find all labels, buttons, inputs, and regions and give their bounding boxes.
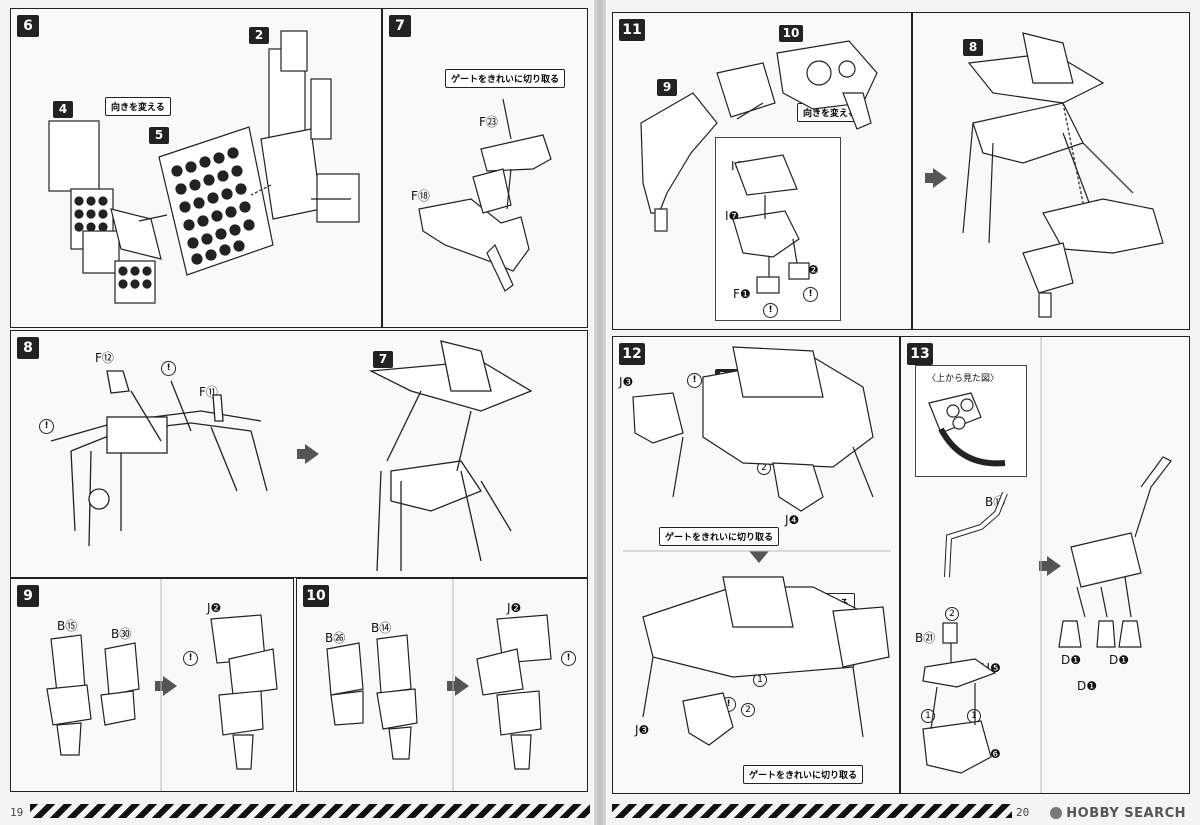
step-9-illustration (46, 579, 278, 791)
step-7-illustration (418, 98, 552, 292)
part-ref-9: 9 (657, 79, 677, 96)
step-8-panel: 8 F⑫ F⑪ 7 ! ! (10, 330, 588, 578)
down-arrow (749, 551, 769, 563)
caution-mark: ! (687, 373, 702, 388)
step-number: 11 (619, 19, 645, 41)
part-ref-8: 8 (963, 39, 983, 56)
arrow-bar (447, 681, 455, 691)
watermark-logo: HOBBY SEARCH (1050, 806, 1186, 821)
step-number: 8 (17, 337, 39, 359)
arrow-bar (155, 681, 163, 691)
step-13-panel: 13 〈上から見た図〉 B⑫ 2 B㉑ H❺ 1 1 H❻ D❶ D❶ D❶ (900, 336, 1190, 794)
label-f18: F⑱ (411, 189, 430, 203)
step-10-illustration (326, 579, 552, 791)
label-b26: B㉖ (325, 631, 346, 645)
step-12-illustration (623, 346, 891, 746)
step-7-panel: 7 ゲートをきれいに切り取る F㉓ F⑱ (382, 8, 588, 328)
step-9-panel: 9 B⑮ B㉚ J❷ ! (10, 578, 294, 792)
step-circle-2: 2 (741, 703, 755, 717)
page-number-left: 19 (10, 806, 24, 819)
label-j3: J❸ (635, 723, 650, 737)
step-number: 12 (619, 343, 645, 365)
caution-mark: ! (161, 361, 176, 376)
arrow-bar (297, 449, 305, 459)
label-b14: B⑭ (371, 621, 392, 635)
part-ref-4: 4 (53, 101, 73, 118)
brand-text: HOBBY SEARCH (1066, 806, 1186, 821)
label-d1: D❶ (1061, 653, 1081, 667)
label-j3: J❸ (619, 375, 634, 389)
step-12-panel: 12 11 J❸ ! 2 1 J❹ ゲートをきれいに切り取る 向きを変える ! … (612, 336, 900, 794)
step-number: 13 (907, 343, 933, 365)
step-10-panel: 10 B㉖ B⑭ J❷ ! (296, 578, 588, 792)
step-11-illustration (640, 40, 878, 294)
footer-stripe (612, 804, 1012, 818)
cut-gate-note-top: ゲートをきれいに切り取る (659, 527, 780, 546)
caution-mark: ! (39, 419, 54, 434)
step-6-panel: 6 4 5 2 向きを変える (10, 8, 382, 328)
page-number-right: 20 (1016, 806, 1030, 819)
cut-gate-note: ゲートをきれいに切り取る (445, 69, 566, 88)
logo-icon (1050, 807, 1063, 819)
arrow-bar (1039, 561, 1047, 571)
step-6-illustration (48, 30, 360, 304)
top-view-note: 〈上から見た図〉 (927, 374, 1000, 384)
step-number: 10 (303, 585, 329, 607)
label-f23: F㉓ (479, 115, 498, 129)
label-b15: B⑮ (57, 619, 78, 633)
label-b21: B㉑ (915, 631, 936, 645)
label-j2: J❷ (207, 601, 222, 615)
step-circle-1: 1 (921, 709, 935, 723)
caution-mark: ! (803, 287, 818, 302)
book-spine (594, 0, 606, 825)
step-number: 9 (17, 585, 39, 607)
caution-mark: ! (183, 651, 198, 666)
part-ref-7: 7 (373, 351, 393, 368)
next-arrow (455, 676, 469, 696)
step-number: 7 (389, 15, 411, 37)
label-f12: F⑫ (95, 351, 114, 365)
next-arrow (1047, 556, 1061, 576)
label-d1: D❶ (1077, 679, 1097, 693)
arrow-bar (925, 173, 933, 183)
caution-mark: ! (763, 303, 778, 318)
part-ref-5: 5 (149, 127, 169, 144)
footer-stripe (30, 804, 590, 818)
label-d1: D❶ (1109, 653, 1129, 667)
next-arrow (305, 444, 319, 464)
cut-gate-note-bottom: ゲートをきれいに切り取る (743, 765, 864, 784)
step-13-illustration (922, 337, 1172, 793)
step-8-right-illustration (962, 32, 1164, 318)
step-number: 6 (17, 15, 39, 37)
part-ref-10: 10 (779, 25, 803, 42)
step-8-illustration (50, 340, 533, 572)
label-f1: F❶ (733, 287, 751, 301)
caution-mark: ! (561, 651, 576, 666)
label-b30: B㉚ (111, 627, 132, 641)
step-8-right-panel: 8 (912, 12, 1190, 330)
step-circle-2: 2 (945, 607, 959, 621)
next-arrow (933, 168, 947, 188)
step-11-panel: 11 9 10 向きを変える I❿ I❼ F❶ F❷ ! ! (612, 12, 912, 330)
part-ref-2: 2 (249, 27, 269, 44)
next-arrow (163, 676, 177, 696)
label-j4: J❹ (785, 513, 800, 527)
label-j2: J❷ (507, 601, 522, 615)
turn-around-note: 向きを変える (105, 97, 171, 116)
